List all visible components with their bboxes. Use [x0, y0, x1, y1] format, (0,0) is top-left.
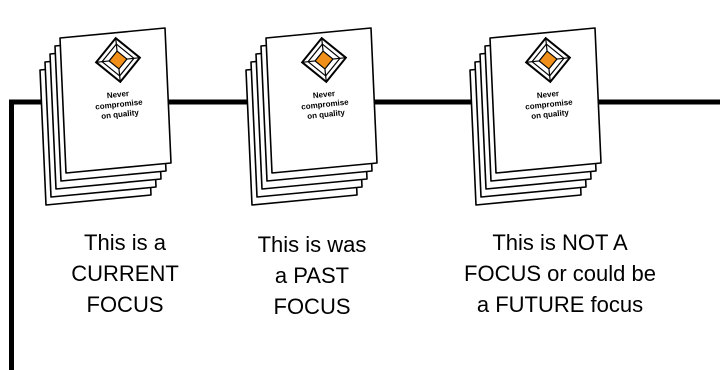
quality-diamond-icon [524, 36, 572, 84]
front-document [59, 27, 172, 174]
document-stack-svg [39, 27, 172, 206]
quality-diamond-icon [300, 36, 348, 84]
quality-diamond-icon [94, 36, 142, 84]
caption-line: CURRENT [71, 261, 179, 286]
caption-line: This is was [257, 232, 367, 257]
caption-line: a PAST [274, 263, 350, 288]
caption-line: This is a [84, 230, 166, 255]
caption-line: FOCUS [86, 292, 164, 317]
caption-line: FOCUS or could be [464, 261, 656, 286]
caption-line: This is NOT A [492, 230, 628, 255]
front-document [489, 27, 602, 174]
document-stack-svg [245, 27, 378, 206]
caption-line: FOCUS [273, 294, 351, 319]
caption-past: This is was a PAST FOCUS [227, 229, 397, 322]
caption-future: This is NOT A FOCUS or could be a FUTURE… [440, 227, 680, 320]
front-document [265, 27, 378, 174]
document-stack-svg [469, 27, 602, 206]
caption-current: This is a CURRENT FOCUS [40, 227, 210, 320]
caption-line: a FUTURE focus [476, 292, 644, 317]
